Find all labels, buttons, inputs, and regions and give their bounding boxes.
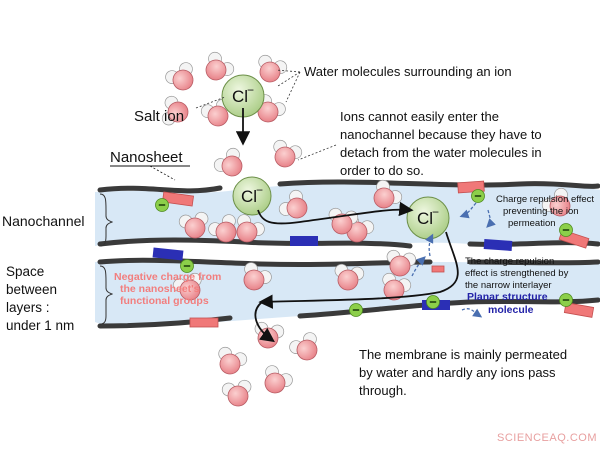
water-molecule [243, 262, 272, 291]
svg-text:Negative charge from: Negative charge from [114, 271, 221, 283]
svg-text:molecule: molecule [488, 304, 534, 316]
label-charge-repulsion-2: The charge repulsion effect is strengthe… [465, 256, 569, 291]
negative-charge-icon [426, 295, 440, 309]
water-molecule [278, 189, 308, 219]
water-molecule [541, 187, 571, 217]
water-molecule [205, 51, 235, 81]
water-molecule [386, 249, 417, 277]
svg-text:layers :: layers : [6, 300, 50, 315]
svg-text:under 1 nm: under 1 nm [6, 318, 74, 333]
ion-path-arrow-3 [258, 231, 459, 309]
water-molecule [257, 94, 286, 123]
ion-symbol: Cl [241, 187, 257, 206]
ion-charge: − [247, 83, 254, 97]
water-molecule [289, 332, 318, 361]
svg-text:preventing the ion: preventing the ion [503, 206, 579, 217]
negative-charge-icon [155, 198, 169, 212]
svg-text:functional groups: functional groups [120, 295, 209, 307]
svg-text:through.: through. [359, 383, 407, 398]
negative-charge-icon [559, 293, 573, 307]
label-nanosheet: Nanosheet [110, 149, 183, 166]
label-ions-cannot: Ions cannot easily enter the nanochannel… [340, 109, 542, 178]
negative-charge-icon [180, 259, 194, 273]
water-molecule [213, 147, 243, 177]
water-molecule [221, 379, 252, 407]
water-molecule [334, 263, 365, 291]
water-molecule [208, 214, 237, 243]
label-negative-charge: Negative charge from the nanosheet's fun… [114, 271, 221, 307]
svg-text:between: between [6, 282, 57, 297]
ion-path-arrow-4 [254, 301, 275, 343]
negative-charge-icon [471, 189, 485, 203]
water-molecule [165, 62, 194, 91]
water-molecule [273, 139, 303, 168]
negative-charge-icon [349, 303, 363, 317]
water-molecule [254, 321, 285, 349]
water-molecule [264, 365, 293, 394]
nanochannel-lower [95, 260, 600, 326]
svg-text:The membrane is mainly permeat: The membrane is mainly permeated [359, 347, 567, 362]
space-bracket [99, 265, 114, 325]
svg-text:effect is strengthened by: effect is strengthened by [465, 268, 569, 279]
svg-text:nanochannel because they have: nanochannel because they have to [340, 127, 542, 142]
svg-text:Planar structure: Planar structure [467, 291, 548, 303]
label-planar-structure: Planar structure molecule [467, 291, 548, 316]
svg-text:detach from the water molecule: detach from the water molecules in [340, 145, 542, 160]
svg-text:permeation: permeation [508, 218, 556, 229]
svg-text:order to do so.: order to do so. [340, 163, 424, 178]
label-space-between: Space between layers : under 1 nm [6, 264, 74, 333]
water-molecule [373, 179, 403, 209]
chloride-ion: Cl− [221, 74, 265, 118]
ion-symbol: Cl [232, 87, 248, 106]
ion-path-arrow-2 [257, 201, 414, 225]
svg-text:the nanosheet's: the nanosheet's [120, 283, 200, 295]
svg-text:by water and hardly any ions p: by water and hardly any ions pass [359, 365, 556, 380]
water-molecule [161, 95, 189, 126]
water-molecule [236, 214, 265, 243]
leader-lines [195, 69, 337, 161]
svg-text:Charge repulsion effect: Charge repulsion effect [496, 194, 594, 205]
watermark: SCIENCEAQ.COM [497, 432, 597, 444]
label-salt-ion: Salt ion [134, 108, 184, 125]
repulsion-arrows [411, 202, 496, 318]
svg-text:the narrow interlayer: the narrow interlayer [465, 280, 552, 291]
chloride-ions: Cl−Cl−Cl− [221, 74, 450, 240]
label-charge-repulsion-1: Charge repulsion effect preventing the i… [496, 194, 594, 229]
chloride-ion: Cl− [232, 176, 272, 216]
water-molecule [382, 272, 412, 301]
ion-symbol: Cl [417, 209, 433, 228]
nanochannel-bracket [99, 193, 114, 247]
ion-charge: − [432, 205, 439, 219]
svg-text:Ions cannot easily enter the: Ions cannot easily enter the [340, 109, 499, 124]
nanosheet-pointer [149, 165, 176, 181]
svg-text:The charge repulsion: The charge repulsion [465, 256, 554, 267]
negative-charge-icon [559, 223, 573, 237]
svg-text:Space: Space [6, 264, 44, 279]
water-molecule [172, 272, 202, 301]
ion-charge: − [256, 183, 263, 197]
water-molecule [218, 346, 248, 375]
water-molecule [178, 211, 209, 239]
chloride-ion: Cl− [406, 196, 450, 240]
label-water-molecules: Water molecules surrounding an ion [304, 64, 512, 79]
label-membrane: The membrane is mainly permeated by wate… [359, 347, 567, 398]
label-nanochannel: Nanochannel [2, 213, 85, 229]
